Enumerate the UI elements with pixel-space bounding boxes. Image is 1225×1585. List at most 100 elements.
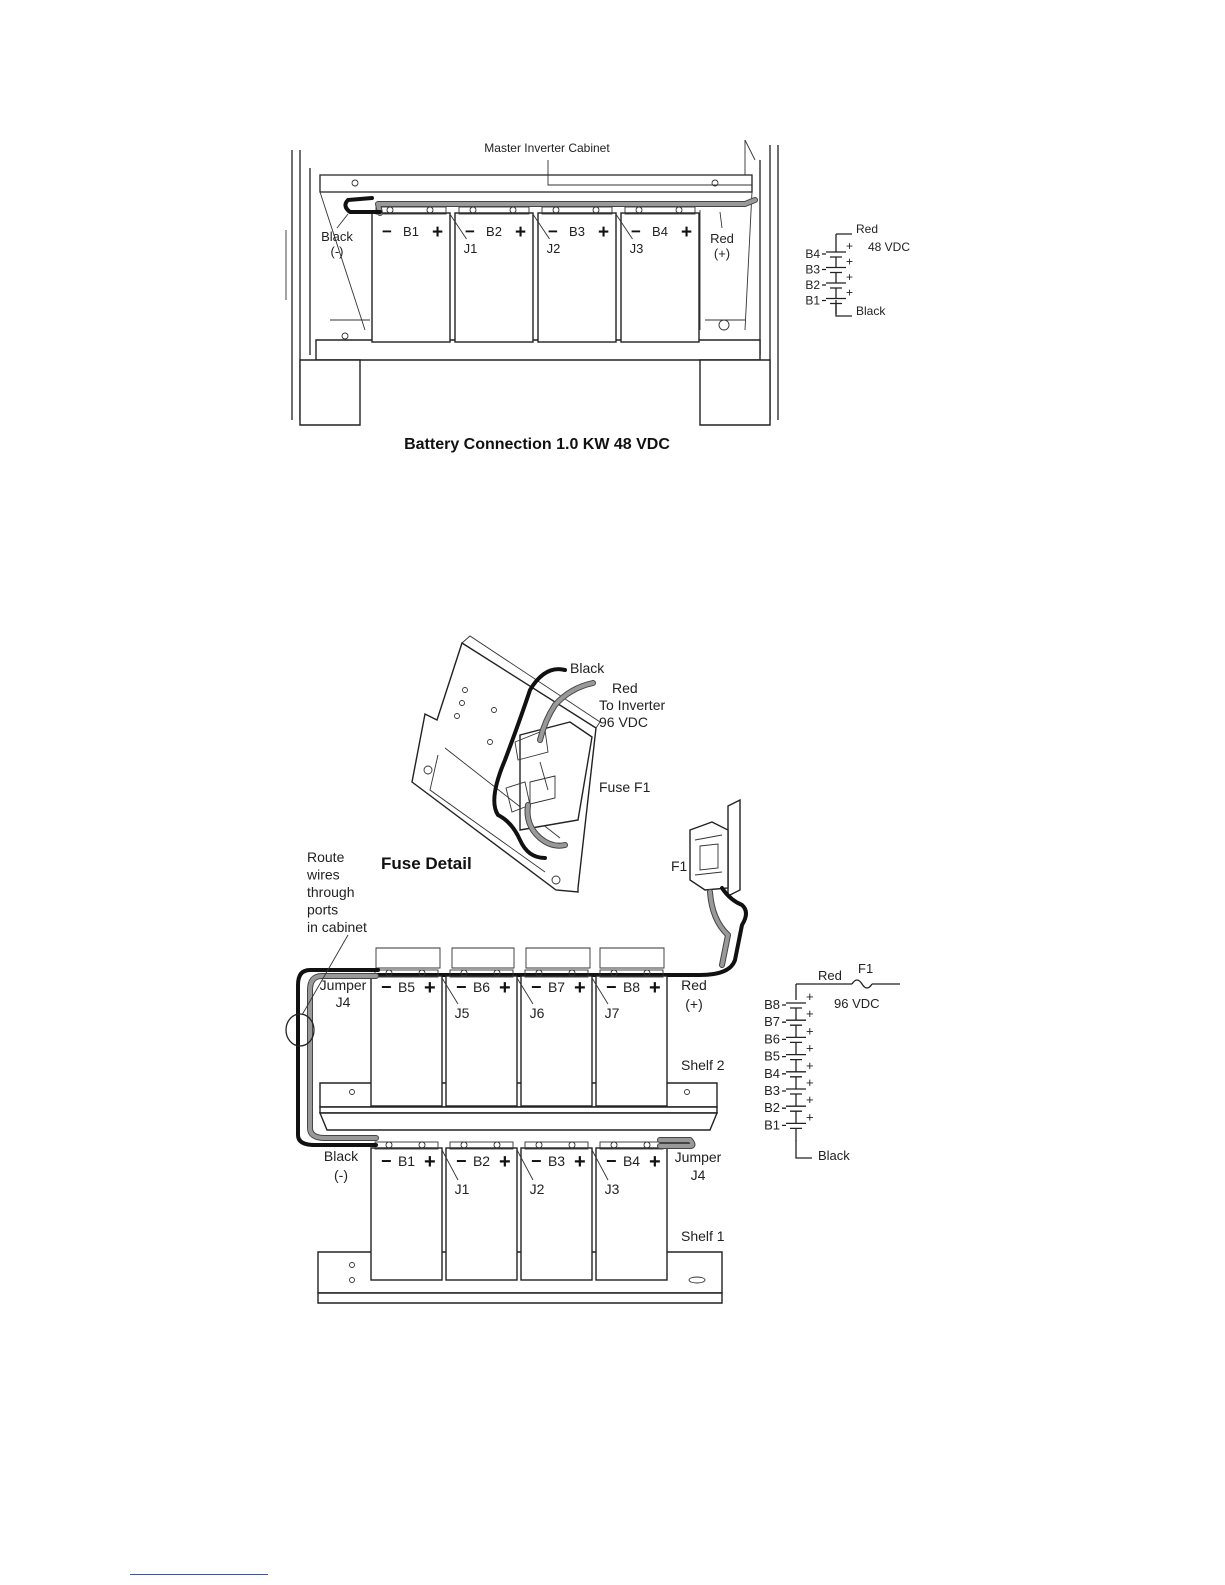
fig1-neg-sign: −	[631, 222, 641, 241]
figure-1-cabinet	[285, 139, 779, 426]
fig2-schematic-cell-plus: +	[806, 1041, 814, 1056]
fig1-schematic-cell-label: B4	[805, 247, 820, 261]
jumper-j4-left-1: Jumper	[320, 977, 367, 993]
fig2-jumper-j4-right-core	[658, 1138, 695, 1148]
fig1-black-polarity: (-)	[331, 244, 344, 259]
fig2-top-pos-sign: +	[424, 977, 436, 999]
fig1-terminal-pos	[592, 206, 600, 214]
fig2-top-terminal-neg	[610, 969, 618, 977]
fig2-schematic-cell-label: B7	[764, 1014, 780, 1029]
fig1-schematic-cell-plus: +	[846, 270, 853, 284]
fig2-top-neg-sign: −	[531, 977, 542, 997]
fig2-bot-battery-label: B2	[473, 1153, 490, 1169]
fig2-schematic-cell-symbol	[782, 1088, 806, 1107]
fig2-schematic-fuse-symbol	[851, 979, 873, 989]
fig2-bot-pos-sign: +	[499, 1151, 511, 1173]
fig2-schematic: Red F1 96 VDC Black B8+B7+B6+B5+B4+B3+B2…	[764, 961, 900, 1163]
fig1-schematic-cell-label: B3	[805, 263, 820, 277]
fig2-top-terminal-neg	[385, 969, 393, 977]
fuse-voltage-label: 96 VDC	[599, 714, 648, 730]
route-note-line: wires	[306, 867, 340, 883]
fig2-black-wire	[296, 968, 380, 1147]
fig2-bot-battery-b3	[520, 1147, 593, 1281]
fig2-bot-terminal-strip	[524, 1141, 589, 1150]
fig1-schematic-cell-symbol	[822, 282, 846, 299]
fig2-top-battery-b6	[445, 975, 518, 1107]
fig1-caption: Battery Connection 1.0 KW 48 VDC	[404, 436, 670, 453]
fuse-detail-title: Fuse Detail	[381, 854, 472, 873]
fig2-top-terminal-strip	[599, 969, 664, 978]
fig2-bot-jumper-j1: J1	[455, 1181, 470, 1197]
shelf-1-label: Shelf 1	[681, 1228, 725, 1244]
route-note-line: through	[307, 884, 354, 900]
fig2-schematic-cell-symbol	[782, 1071, 806, 1089]
fig2-schematic-cell-plus: +	[806, 1092, 814, 1107]
fig1-black-arrow	[336, 213, 349, 229]
fig2-bot-terminal-pos	[643, 1141, 651, 1149]
fig2-bot-pos-sign: +	[574, 1151, 586, 1173]
fig2-top-jumper-arrow	[516, 977, 534, 1005]
fig2-bot-terminal-pos	[568, 1141, 576, 1149]
fig1-pos-sign: +	[432, 222, 443, 243]
fig1-schematic: Red 48 VDC Black B4+B3+B2+B1+	[805, 222, 910, 318]
fig2-top-neg-sign: −	[606, 977, 617, 997]
fig2-bot-jumper-arrow	[441, 1149, 459, 1181]
fig2-black-feed-wire	[374, 886, 748, 977]
route-note-arrow	[301, 934, 349, 1016]
f1-label: F1	[671, 858, 688, 874]
fig2-top-terminal-pos	[493, 969, 501, 977]
top-battery-caps	[375, 947, 665, 969]
fuse-to-inverter-label: To Inverter	[599, 697, 665, 713]
route-port-circle	[285, 1013, 315, 1047]
fig2-bot-battery-label: B1	[398, 1153, 415, 1169]
fig1-pos-sign: +	[598, 222, 609, 243]
fig2-schematic-black: Black	[818, 1148, 850, 1163]
fig2-top-jumper-j7: J7	[605, 1005, 620, 1021]
fig2-black-label: Black	[324, 1148, 359, 1164]
fig2-bot-battery-label: B4	[623, 1153, 640, 1169]
fig2-bot-terminal-pos	[418, 1141, 426, 1149]
fig2-schematic-cell-symbol	[782, 1105, 806, 1124]
fig1-pos-sign: +	[515, 222, 526, 243]
fig1-battery-b2	[454, 212, 534, 343]
fig2-bot-battery-b4	[595, 1147, 668, 1281]
fuse-detail-black-wire	[492, 667, 567, 860]
fig2-schematic-cell-label: B3	[764, 1083, 780, 1098]
fig1-terminal-neg	[552, 206, 560, 214]
fig1-battery-label: B2	[486, 224, 502, 239]
fig2-bot-terminal-neg	[610, 1141, 618, 1149]
fig2-red-feed-wire-core	[708, 890, 730, 967]
fig2-bot-jumper-arrow	[516, 1149, 534, 1181]
fig2-top-jumper-arrow	[441, 977, 459, 1005]
fig1-terminal-neg	[386, 206, 394, 214]
fig2-bot-jumper-j3: J3	[605, 1181, 620, 1197]
fig2-bot-terminal-pos	[493, 1141, 501, 1149]
f1-fuse-holder	[689, 798, 741, 898]
fig2-top-terminal-strip	[524, 969, 589, 978]
fig2-top-battery-b7	[520, 975, 593, 1107]
fig1-black-wire	[343, 196, 382, 214]
fig2-bot-jumper-arrow	[591, 1149, 609, 1181]
route-note-line: ports	[307, 902, 338, 918]
fig2-schematic-cell-label: B5	[764, 1049, 780, 1064]
fig1-terminal-pos	[509, 206, 517, 214]
fig2-top-pos-sign: +	[574, 977, 586, 999]
fig1-jumper-arrow	[450, 214, 467, 240]
fuse-detail-red-wire-core	[538, 681, 595, 742]
fig2-top-neg-sign: −	[456, 977, 467, 997]
fig2-top-terminal-pos	[568, 969, 576, 977]
route-note-line: Route	[307, 849, 345, 865]
jumper-j4-right-1: Jumper	[675, 1149, 722, 1165]
fig1-terminal-pos	[675, 206, 683, 214]
fig2-bot-neg-sign: −	[606, 1151, 617, 1171]
fig1-red-polarity: (+)	[714, 246, 730, 261]
fig2-top-battery-label: B6	[473, 979, 490, 995]
fig2-top-battery-b5	[370, 975, 443, 1107]
fig1-neg-sign: −	[465, 222, 475, 241]
fig1-terminal-neg	[635, 206, 643, 214]
fig2-top-jumper-j5: J5	[455, 1005, 470, 1021]
